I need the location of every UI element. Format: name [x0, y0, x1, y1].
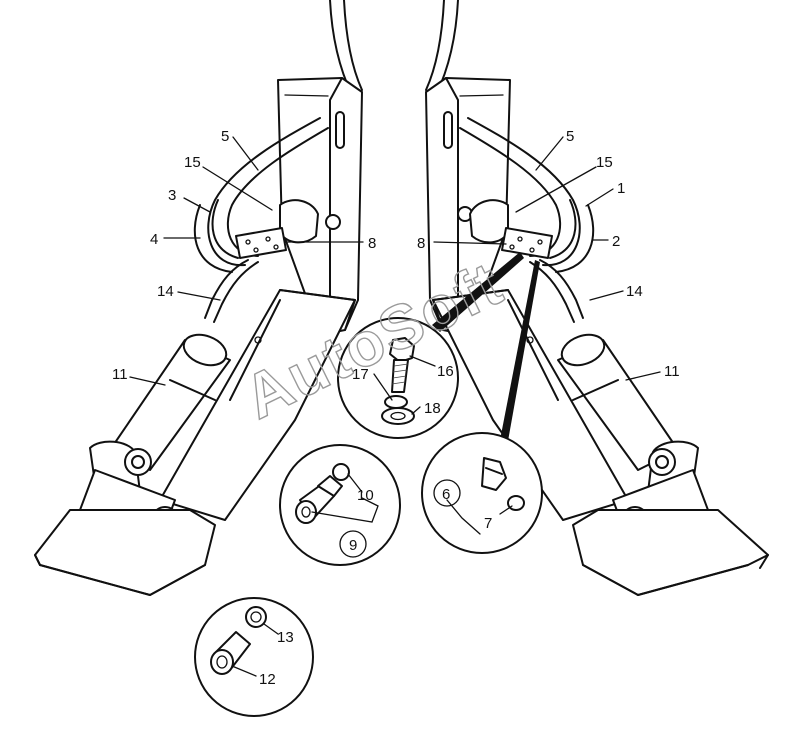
callout-labels: 5 15 3 4 8 14 11 5 15 1 2 8 14 11 17 16 … [112, 128, 680, 688]
callout-3: 3 [168, 187, 176, 204]
callout-5-right: 5 [566, 128, 574, 145]
right-stabiliser-assembly [425, 0, 769, 596]
leader-lines [129, 136, 661, 677]
callout-4: 4 [150, 231, 158, 248]
callout-14-left: 14 [157, 283, 174, 300]
detail-adapter [421, 432, 543, 554]
callout-6: 6 [442, 486, 450, 503]
callout-5-left: 5 [221, 128, 229, 145]
callout-14-right: 14 [626, 283, 643, 300]
left-stabiliser-assembly [34, 0, 363, 596]
detail-fitting [194, 597, 314, 717]
callout-2: 2 [612, 233, 620, 250]
callout-7: 7 [484, 515, 492, 532]
callout-17: 17 [352, 366, 369, 383]
callout-11-right: 11 [664, 363, 680, 380]
callout-13: 13 [277, 629, 294, 646]
callout-15-right: 15 [596, 154, 613, 171]
callout-10: 10 [357, 487, 374, 504]
detail-union [279, 444, 401, 566]
callout-12: 12 [259, 671, 276, 688]
callout-1: 1 [617, 180, 625, 197]
callout-16: 16 [437, 363, 454, 380]
callout-18: 18 [424, 400, 441, 417]
callout-15-left: 15 [184, 154, 201, 171]
detail-bolt [337, 317, 459, 439]
detail-connector-a [432, 252, 524, 332]
callout-9: 9 [349, 537, 357, 554]
callout-11-left: 11 [112, 366, 128, 383]
callout-8-right: 8 [417, 235, 425, 252]
callout-8-left: 8 [368, 235, 376, 252]
detail-connector-b [500, 260, 540, 441]
